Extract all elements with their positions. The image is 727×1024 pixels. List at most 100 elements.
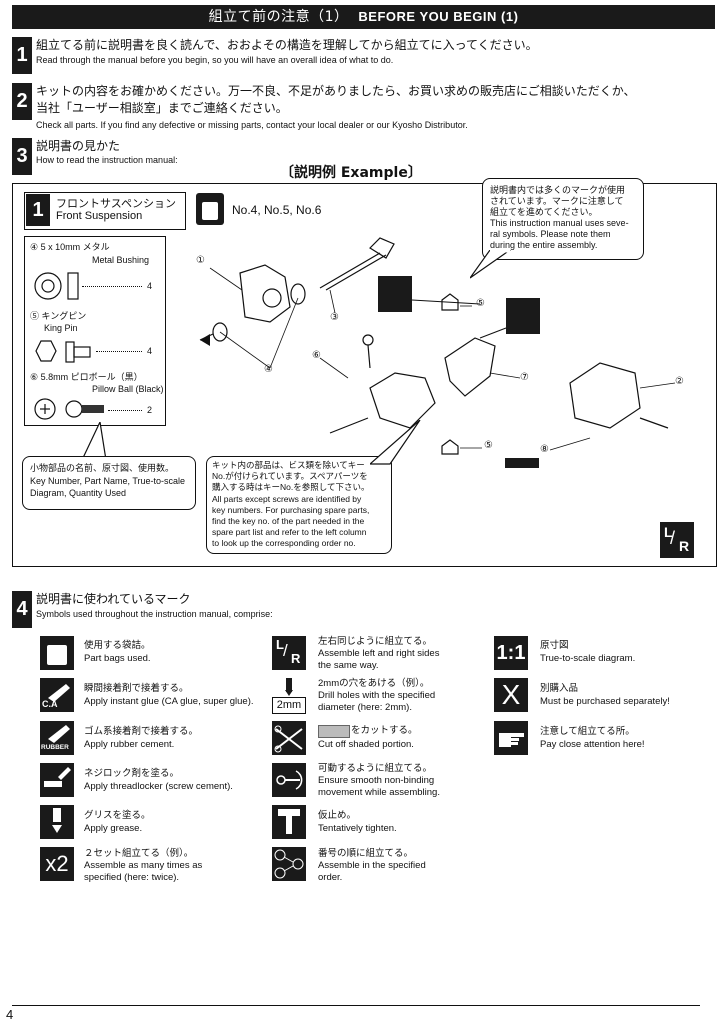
symbol-threadlock-en: Apply threadlocker (screw cement). [84,781,233,792]
symbol-movable-en: movement while assembling. [318,787,440,798]
true-scale-icon: 1:1 [494,636,528,670]
threadlocker-icon [40,763,74,797]
symbol-purchase-jp: 別購入品 [540,683,579,694]
part-6-leader [108,410,142,411]
parts-bag-icon [196,193,224,225]
diagram-key-8: ⑧ [540,444,549,455]
step-1-en: Read through the manual before you begin… [36,55,394,65]
callout-symbols-pointer [470,250,512,279]
example-step-en: Front Suspension [56,210,143,222]
symbol-drill-en: Drill holes with the specified [318,690,436,701]
metal-bushing-drawing [34,272,79,300]
example-step-number: 1 [26,194,50,226]
assembly-diagram [199,237,676,468]
callout-key-line: to look up the corresponding order no. [212,538,356,548]
purchase-separately-icon: X [494,678,528,712]
symbol-bag-en: Part bags used. [84,653,151,664]
step-4-jp: 説明書に使われているマーク [36,592,191,606]
callout-key-line: find the key no. of the part needed in t… [212,516,365,526]
callout-key-line: key numbers. For purchasing spare parts, [212,505,370,515]
diagram-key-5b: ⑤ [484,440,493,451]
callout-key-line: All parts except screws are identified b… [212,494,362,504]
step-4-en: Symbols used throughout the instruction … [36,609,273,619]
part-6-name: Pillow Ball (Black) [92,384,164,394]
example-step-header [24,192,186,230]
symbol-grease-jp: グリスを塗る。 [84,810,151,821]
example-title: 〔説明例 Example〕 [280,165,422,181]
symbol-ca-jp: 瞬間接着剤で接着する。 [84,683,189,694]
step-3-number: 3 [12,138,32,175]
symbol-tighten-en: Tentatively tighten. [318,823,397,834]
symbol-drill-en: diameter (here: 2mm). [318,702,412,713]
part-4-qty: 4 [147,281,153,291]
symbol-lr-en: Assemble left and right sides [318,648,440,659]
step-3-jp: 説明書の見かた [36,139,121,153]
diagram-key-1: ① [196,255,205,266]
symbol-order-en: Assemble in the specified [318,860,426,871]
drill-icon: 2mm [272,678,306,714]
symbol-threadlock-jp: ネジロック剤を塗る。 [84,768,180,779]
ca-glue-icon: C.A [40,678,74,712]
step-2-jp-line1: キットの内容をお確かめください。万一不良、不足がありましたら、お買い求めの販売店… [36,84,636,98]
symbol-rubber-en: Apply rubber cement. [84,739,175,750]
part-5-size: ⑤ キングピン [30,311,87,321]
example-frame [12,183,717,567]
left-right-icon: L / R [272,636,306,670]
header-jp: 組立て前の注意（1） [208,9,349,25]
king-pin-drawing [35,340,91,363]
callout-parts-info [22,456,196,510]
step-2-number: 2 [12,83,32,120]
symbol-movable-jp: 可動するように組立てる。 [318,763,433,774]
order-icon [272,847,306,881]
symbol-ca-en: Apply instant glue (CA glue, super glue)… [84,696,254,707]
symbol-order-en: order. [318,872,343,883]
symbol-attention-en: Pay close attention here! [540,739,645,750]
symbol-cut-jp: をカットする。 [351,725,418,736]
symbol-rubber-jp: ゴム系接着剤で接着する。 [84,726,199,737]
callout-symbols [482,178,644,260]
diagram-key-2: ② [675,376,684,387]
left-right-icon: L / R [660,522,694,558]
callout-symbols-line: during the entire assembly. [490,240,598,250]
diagram-key-5a: ⑤ [476,298,485,309]
diagram-key-3: ③ [330,312,339,323]
symbol-purchase-en: Must be purchased separately! [540,696,670,707]
callout-key-line: キット内の部品は、ビス類を除いてキー [212,460,365,470]
symbol-scale-jp: 原寸図 [540,640,569,651]
part-4-size: ④ 5 x 10mm メタル [30,242,110,252]
repeat-x2-icon: x2 [40,847,74,881]
rubber-cement-icon: RUBBER [40,721,74,755]
part-4-leader [82,286,142,287]
step-2-jp-line2: 当社「ユーザー相談室」までご連絡ください。 [36,101,288,115]
callout-key-numbers [206,456,392,554]
symbol-movable-en: Ensure smooth non-binding [318,775,435,786]
callout-key-line: spare part list and refer to the left co… [212,527,367,537]
symbol-cut-en: Cut off shaded portion. [318,739,414,750]
callout-key-numbers-pointer [370,420,421,465]
bag-numbers: No.4, No.5, No.6 [232,203,322,217]
symbol-lr-en: the same way. [318,660,379,671]
shaded-portion-swatch [318,725,350,738]
attention-icon [494,721,528,755]
page-number: 4 [6,1007,14,1022]
callout-parts-line: 小物部品の名前、原寸図、使用数。 [30,463,175,473]
grease-icon [40,805,74,839]
footer-rule [12,1005,700,1006]
callout-symbols-line: 組立てを進めてください。 [490,207,598,217]
callout-symbols-line: This instruction manual uses seve- [490,218,629,228]
movable-icon [272,763,306,797]
step-3-en: How to read the instruction manual: [36,155,178,165]
part-4-name: Metal Bushing [92,255,150,265]
symbol-tighten-jp: 仮止め。 [318,810,357,821]
part-6-qty: 2 [147,405,153,415]
parts-list-box [24,236,166,426]
symbol-order-jp: 番号の順に組立てる。 [318,848,414,859]
symbol-drill-jp: 2mmの穴をあける（例）。 [318,678,430,689]
callout-parts-line: Key Number, Part Name, True-to-scale [30,476,186,486]
part-6-size: ⑥ 5.8mm ピロボール（黒） [30,372,143,382]
callout-key-line: No.が付けられています。スペアパーツを [212,471,368,481]
part-5-leader [96,351,142,352]
callout-symbols-line: 説明書内では多くのマークが使用 [490,185,626,195]
header-en: BEFORE YOU BEGIN (1) [358,9,519,24]
callout-symbols-line: ral symbols. Please note them [490,229,611,239]
